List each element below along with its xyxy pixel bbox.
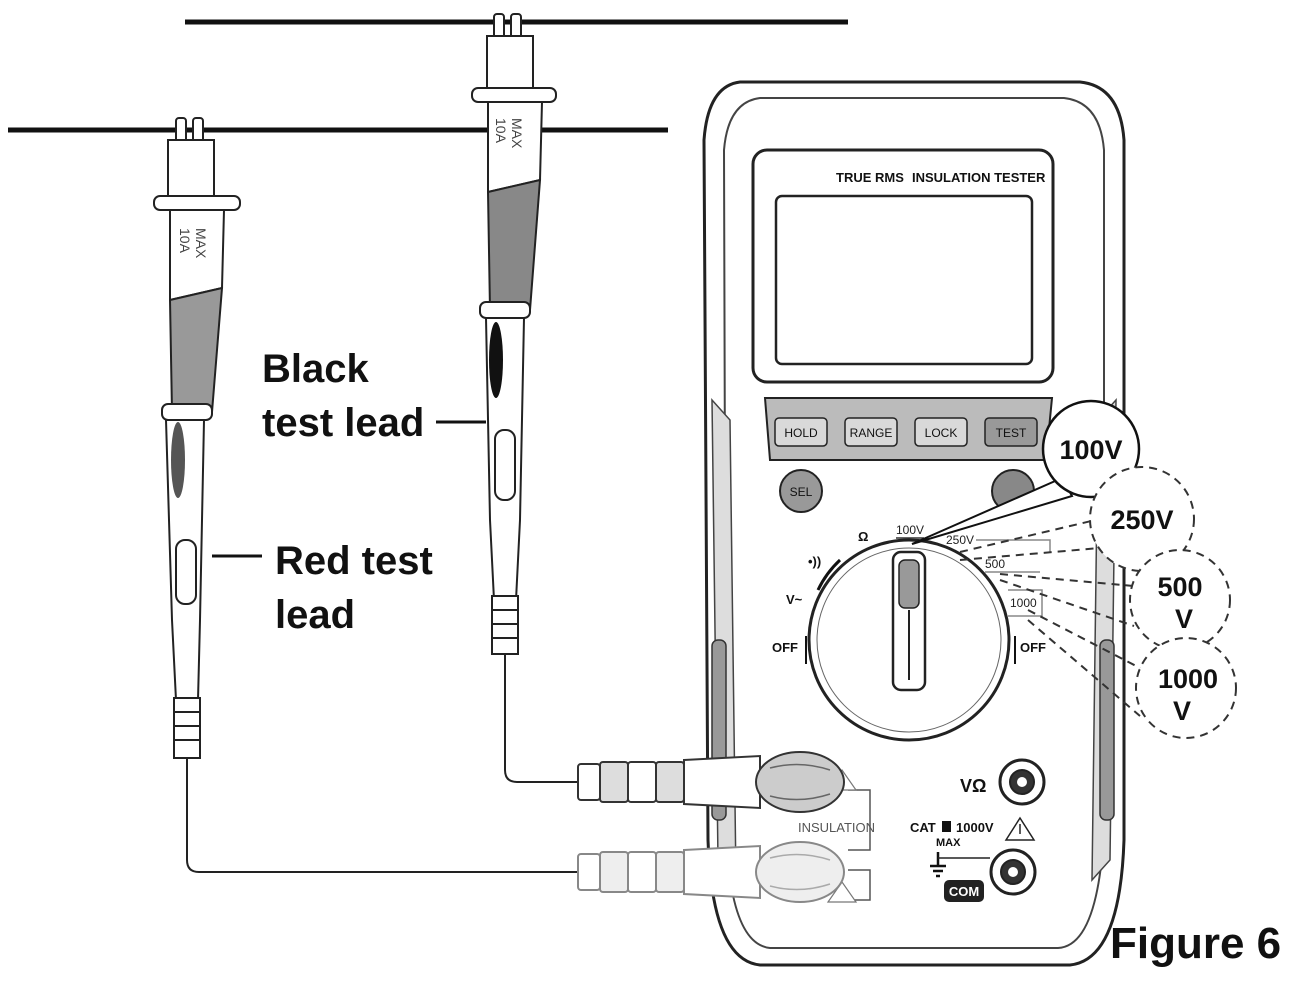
- red-test-probe: [153, 117, 241, 759]
- callout-1000v-bubble: [1135, 637, 1237, 739]
- dial-100v-label: 100V: [896, 523, 924, 537]
- red-probe-max-label: MAX: [193, 228, 209, 259]
- com-badge: COM: [944, 880, 984, 902]
- dial-250v-label: 250V: [946, 533, 974, 547]
- callout-1000v-label-line1: 1000: [1158, 664, 1218, 694]
- callout-250v-label: 250V: [1110, 505, 1173, 535]
- dial-positions: Ω •)) V~ OFF OFF 100V 250V 500 1000: [772, 523, 1051, 664]
- sel-button-label: SEL: [790, 485, 813, 499]
- insulation-label: INSULATION: [798, 820, 875, 835]
- callout-250v-pointer: [959, 517, 1105, 553]
- dial-1000-label: 1000: [1010, 596, 1037, 610]
- callout-500v-label-line1: 500: [1157, 572, 1202, 602]
- callout-1000v-pointer: [1027, 609, 1141, 669]
- callout-500v-label-line2: V: [1175, 604, 1193, 634]
- hold-button-label: HOLD: [784, 426, 818, 440]
- dial-off-right-label: OFF: [1020, 640, 1046, 655]
- black-lead-plug: [577, 751, 845, 813]
- black-probe-rating-label: 10A: [493, 118, 509, 144]
- callout-250v-bubble: [1089, 466, 1195, 572]
- com-jack[interactable]: [989, 848, 1037, 896]
- ground-icon: [930, 852, 946, 878]
- black-test-probe: [471, 13, 557, 655]
- range-button[interactable]: RANGE: [844, 417, 898, 447]
- black-lead-wire: [504, 654, 580, 783]
- test-button-label: TEST: [996, 426, 1027, 440]
- black-lead-label-line1: Black: [262, 347, 369, 391]
- cat-rating-label: 1000V: [956, 820, 994, 835]
- warning-triangle-lower-icon: [826, 880, 858, 903]
- callout-1000v-label-line2: V: [1173, 696, 1191, 726]
- rotary-dial[interactable]: [807, 538, 1011, 742]
- red-lead-label-line2: lead: [275, 593, 355, 637]
- red-probe-rating-label: 10A: [177, 228, 193, 254]
- red-lead-label-line1: Red test: [275, 539, 433, 583]
- com-label: COM: [949, 884, 979, 899]
- red-lead-wire: [186, 758, 580, 873]
- callout-100v-bubble: [1041, 399, 1141, 499]
- volt-ohm-jack[interactable]: [998, 758, 1046, 806]
- range-button-label: RANGE: [850, 426, 893, 440]
- jack-volt-ohm-label: VΩ: [960, 776, 986, 796]
- dial-vac-label: V~: [786, 592, 803, 607]
- range-callouts: 100V 250V 500 V 1000 V: [911, 399, 1237, 739]
- sel-button[interactable]: SEL: [779, 469, 823, 513]
- figure-caption: Figure 6: [1110, 919, 1281, 968]
- lock-button[interactable]: LOCK: [914, 417, 968, 447]
- hold-button[interactable]: HOLD: [774, 417, 828, 447]
- lcd-screen: [780, 200, 1028, 360]
- callout-500v-pointer: [999, 573, 1135, 587]
- dial-continuity-label: •)): [808, 554, 821, 569]
- lead-labels: Black test lead Red test lead: [212, 347, 486, 637]
- lock-button-label: LOCK: [925, 426, 958, 440]
- black-probe-max-label: MAX: [509, 118, 525, 149]
- brand-true-rms: TRUE RMS: [836, 170, 904, 185]
- input-jacks: VΩ CAT 1000V MAX COM: [910, 758, 1046, 902]
- dial-ohm-label: Ω: [858, 529, 868, 544]
- lead-wires: [186, 654, 580, 873]
- callout-500v-bubble: [1129, 549, 1231, 651]
- black-lead-label-line2: test lead: [262, 401, 424, 445]
- cat-label: CAT: [910, 820, 936, 835]
- brand-insulation-tester: INSULATION TESTER: [912, 170, 1046, 185]
- callout-100v-label: 100V: [1059, 435, 1122, 465]
- dial-500-label: 500: [985, 557, 1005, 571]
- max-label: MAX: [936, 837, 961, 849]
- dial-off-left-label: OFF: [772, 640, 798, 655]
- red-lead-plug: [577, 841, 845, 903]
- test-button[interactable]: TEST: [984, 417, 1038, 447]
- cat-square-icon: [942, 821, 951, 832]
